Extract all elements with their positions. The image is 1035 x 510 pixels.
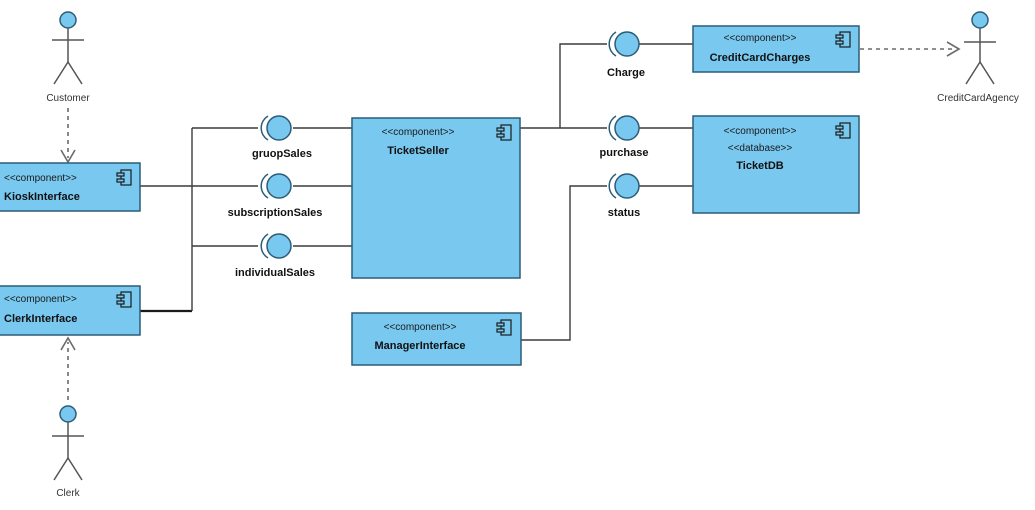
component-icon (496, 319, 512, 336)
interface-individualsales[interactable] (260, 233, 292, 259)
label-subscriptionsales: subscriptionSales (228, 207, 323, 219)
actor-clerk-label: Clerk (56, 488, 80, 499)
ticketdb-stereotype: <<component>> (724, 126, 797, 137)
component-clerkinterface[interactable]: <<component>> ClerkInterface (0, 285, 141, 336)
wire-ticketseller-charge (559, 43, 607, 128)
actor-creditcardagency-head-icon (971, 11, 989, 29)
wire-manager-status (521, 185, 607, 341)
clerkinterface-stereotype: <<component>> (4, 294, 77, 305)
ticketseller-box (351, 117, 521, 279)
interface-purchase[interactable] (608, 115, 640, 141)
clerkinterface-box (0, 285, 141, 336)
actor-clerk-head-icon (59, 405, 77, 423)
ball-purchase (614, 115, 640, 141)
clerkinterface-name: ClerkInterface (4, 313, 77, 325)
managerinterface-name: ManagerInterface (374, 340, 465, 352)
ticketdb-box (692, 115, 860, 214)
ticketseller-stereotype: <<component>> (382, 127, 455, 138)
actor-creditcardagency[interactable]: CreditCardAgency (937, 11, 1019, 104)
socket-individualsales (260, 233, 269, 259)
component-ticketdb[interactable]: <<component>> <<database>> TicketDB (692, 115, 860, 214)
arrow-head-creditcard-agency (946, 41, 961, 57)
creditcardcharges-name: CreditCardCharges (710, 52, 811, 64)
component-icon (496, 124, 512, 141)
connector-wires (140, 43, 693, 341)
ball-subscriptionsales (266, 173, 292, 199)
kioskinterface-stereotype: <<component>> (4, 173, 77, 184)
label-groupsales: gruopSales (252, 148, 312, 160)
label-purchase: purchase (600, 147, 649, 159)
component-icon (835, 122, 851, 139)
actor-creditcardagency-label: CreditCardAgency (937, 93, 1019, 104)
component-icon (116, 291, 132, 308)
interface-subscriptionsales[interactable] (260, 173, 292, 199)
interface-groupsales[interactable] (260, 115, 292, 141)
creditcardcharges-stereotype: <<component>> (724, 33, 797, 44)
creditcardcharges-box (692, 25, 860, 73)
dependency-arrows (60, 41, 961, 400)
ticketdb-database-stereotype: <<database>> (728, 143, 793, 154)
socket-status (608, 173, 617, 199)
arrow-head-clerk-clerkinterface (60, 336, 76, 351)
component-icon (835, 31, 851, 48)
ball-status (614, 173, 640, 199)
socket-charge (608, 31, 617, 57)
socket-groupsales (260, 115, 269, 141)
ticketdb-name: TicketDB (736, 160, 784, 172)
actor-clerk-legs (53, 456, 83, 481)
label-status: status (608, 207, 640, 219)
interface-status[interactable] (608, 173, 640, 199)
kioskinterface-box (0, 162, 141, 212)
ball-groupsales (266, 115, 292, 141)
actor-creditcardagency-legs (965, 60, 995, 85)
ball-individualsales (266, 233, 292, 259)
kioskinterface-name: KioskInterface (4, 191, 80, 203)
managerinterface-box (351, 312, 522, 366)
component-kioskinterface[interactable]: <<component>> KioskInterface (0, 162, 141, 212)
ball-charge (614, 31, 640, 57)
component-creditcardcharges[interactable]: <<component>> CreditCardCharges (692, 25, 860, 73)
actor-customer[interactable]: Customer (46, 11, 90, 104)
ticketseller-name: TicketSeller (387, 145, 449, 157)
socket-purchase (608, 115, 617, 141)
actor-customer-label: Customer (46, 93, 90, 104)
label-charge: Charge (607, 67, 645, 79)
component-icon (116, 169, 132, 186)
managerinterface-stereotype: <<component>> (384, 322, 457, 333)
interface-charge[interactable] (608, 31, 640, 57)
socket-subscriptionsales (260, 173, 269, 199)
actor-customer-head-icon (59, 11, 77, 29)
component-managerinterface[interactable]: <<component>> ManagerInterface (351, 312, 522, 366)
component-ticketseller[interactable]: <<component>> TicketSeller (351, 117, 521, 279)
label-individualsales: individualSales (235, 267, 315, 279)
actor-customer-legs (53, 60, 83, 85)
arrow-head-customer-kiosk (60, 149, 76, 164)
actor-clerk[interactable]: Clerk (52, 405, 84, 499)
